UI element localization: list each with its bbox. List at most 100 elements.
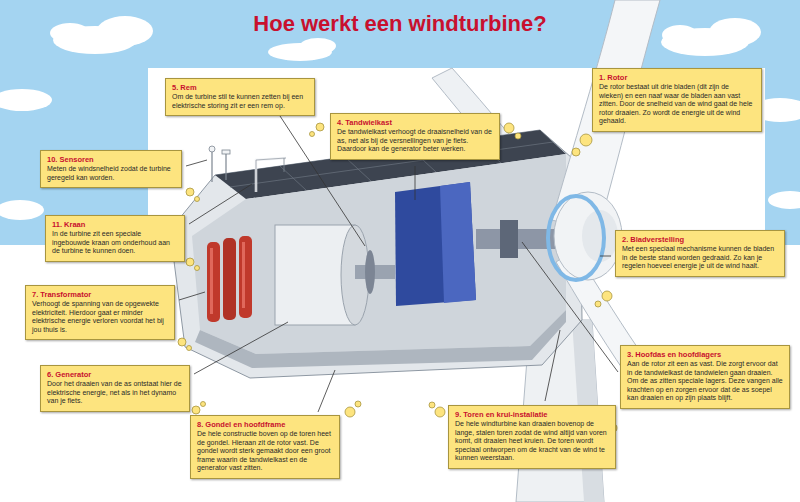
leader-line (415, 166, 416, 200)
bubble-trail (186, 258, 194, 266)
callout-text: Met een speciaal mechanisme kunnen de bl… (622, 245, 778, 271)
callout-box: 10. SensorenMeten de windsnelheid zodat … (40, 150, 182, 188)
sky-cloud (50, 23, 90, 43)
sensor (225, 154, 226, 180)
sky-cloud (300, 38, 336, 54)
bubble-trail (316, 123, 324, 131)
sensor (209, 146, 230, 182)
crane (284, 158, 285, 172)
bubble-trail (192, 406, 200, 414)
callout-heading: 9. Toren en krui-installatie (455, 410, 609, 420)
transformer (239, 236, 252, 318)
leader-line (179, 116, 618, 412)
leader-line (186, 160, 207, 166)
rotor (554, 192, 622, 280)
callout-box: 5. RemOm de turbine stil te kunnen zette… (165, 78, 315, 116)
rotor (552, 0, 660, 374)
callout-text: Meten de windsnelheid zodat de turbine g… (47, 165, 175, 182)
sky-cloud (768, 191, 800, 209)
callout-text: Verhoogt de spanning van de opgewekte el… (32, 300, 168, 334)
bubble-trail (515, 133, 521, 139)
bubble-trail (580, 134, 592, 146)
nacelle (192, 154, 566, 354)
callout-box: 6. GeneratorDoor het draaien van de as o… (40, 365, 190, 412)
callout-box: 7. TransformatorVerhoogt de spanning van… (25, 285, 175, 340)
callout-box: 1. RotorDe rotor bestaat uit drie bladen… (592, 68, 762, 132)
gearbox (395, 182, 476, 306)
bubble-trail (187, 346, 192, 351)
bubble-trail (310, 132, 315, 137)
bubble-trail (186, 188, 194, 196)
leader-line (189, 184, 252, 224)
bubble-trail (595, 301, 601, 307)
bubble-trail (345, 407, 355, 417)
bubble-trail (195, 266, 200, 271)
sensor (209, 146, 215, 152)
gearbox (395, 182, 476, 306)
leader-line (600, 256, 611, 257)
transformer (242, 242, 245, 308)
leader-line (318, 370, 335, 412)
generator (275, 225, 395, 325)
callout-box: 3. Hoofdas en hoofdlagersAan de rotor zi… (620, 345, 790, 409)
bubble-trail (602, 291, 612, 301)
callout-text: Om de turbine stil te kunnen zetten bij … (172, 93, 308, 110)
callout-heading: 11. Kraan (52, 220, 178, 230)
bubble-trail (201, 402, 206, 407)
callout-heading: 10. Sensoren (47, 155, 175, 165)
callout-heading: 4. Tandwielkast (337, 118, 493, 128)
brake (365, 250, 375, 294)
callout-box: 11. KraanIn de turbine zit een speciale … (45, 215, 185, 262)
pitch-ring (548, 196, 604, 280)
callout-text: De tandwielkast verhoogt de draaisnelhei… (337, 128, 493, 154)
callout-heading: 1. Rotor (599, 73, 755, 83)
callout-text: Door het draaien van de as ontstaat hier… (47, 380, 183, 406)
transformer (223, 238, 236, 320)
brake (365, 250, 375, 294)
bubble-trail (355, 401, 361, 407)
bubble-trail (572, 148, 580, 156)
gearbox (440, 182, 476, 303)
bubble-trail (435, 407, 445, 417)
sky-cloud (709, 18, 761, 46)
callout-box: 9. Toren en krui-installatieDe hele wind… (448, 405, 616, 469)
bubble-trail (178, 338, 186, 346)
callout-box: 8. Gondel en hoofdframeDe hele construct… (190, 415, 340, 479)
nacelle (170, 130, 582, 378)
crane (256, 158, 286, 192)
bubble-trail (504, 123, 514, 133)
bubble-trail (429, 402, 435, 408)
sky-cloud (662, 25, 698, 45)
transformer (207, 242, 220, 322)
leader-line (179, 292, 205, 300)
sensor (211, 150, 212, 182)
callout-text: De hele windturbine kan draaien bovenop … (455, 420, 609, 463)
callout-text: In de turbine zit een speciale ingebouwd… (52, 230, 178, 256)
nacelle (170, 130, 582, 378)
pitch-ring (548, 196, 604, 280)
callout-text: De hele constructie boven op de toren he… (197, 430, 333, 473)
leader-line (522, 242, 618, 372)
main-shaft (500, 220, 518, 258)
callout-heading: 3. Hoofdas en hoofdlagers (627, 350, 783, 360)
transformer (207, 236, 252, 322)
callout-box: 4. TandwielkastDe tandwielkast verhoogt … (330, 113, 500, 160)
callout-heading: 6. Generator (47, 370, 183, 380)
callout-heading: 7. Transformator (32, 290, 168, 300)
sky-cloud (97, 16, 153, 46)
crane (256, 158, 286, 192)
crane (256, 158, 286, 192)
sensor (222, 150, 230, 154)
bubble-trail (178, 123, 617, 439)
transformer (210, 248, 213, 314)
page-title: Hoe werkt een windturbine? (0, 11, 800, 37)
leader-line (545, 330, 560, 401)
callout-box: 2. BladverstellingMet een speciaal mecha… (615, 230, 785, 277)
nacelle (195, 310, 566, 368)
sky-cloud (0, 200, 44, 220)
callout-heading: 8. Gondel en hoofdframe (197, 420, 333, 430)
callout-text: De rotor bestaat uit drie bladen (dit zi… (599, 83, 755, 126)
